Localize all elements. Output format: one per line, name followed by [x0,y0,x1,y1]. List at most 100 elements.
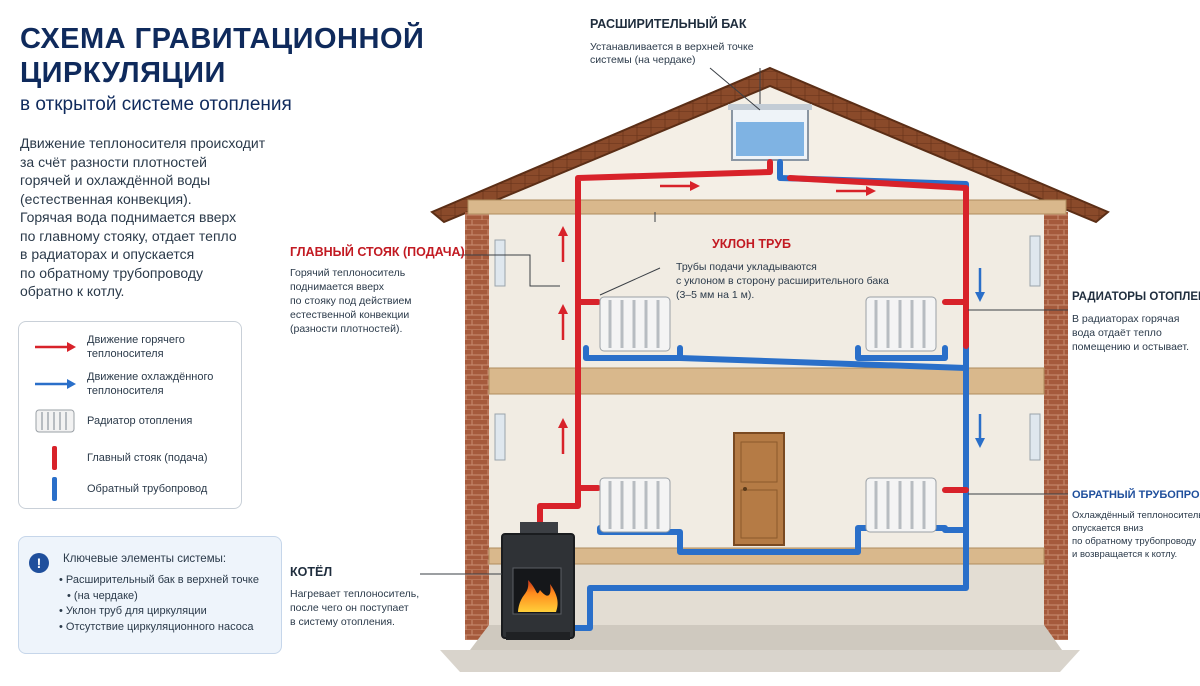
boiler [501,522,575,640]
riser-callout-text: естественной конвекции [290,309,409,321]
page-title: СХЕМА ГРАВИТАЦИОННОЙ ЦИРКУЛЯЦИИ [20,22,424,90]
roof [430,66,1110,224]
hot-flow-arrows [558,181,876,454]
legend-item-cold-flow: Движение охлаждённого теплоносителя [19,369,241,399]
slope-callout-text: (3–5 мм на 1 м). [676,289,754,301]
title-line-1: СХЕМА ГРАВИТАЦИОННОЙ [20,23,425,55]
window [1029,413,1041,461]
description-line: обратно к котлу. [20,283,125,299]
description-line: горячей и охлаждённой воды [20,172,211,188]
radiator-icon [29,406,81,436]
blue-pipe-icon [29,474,81,504]
boiler-callout-text: после чего он поступает [290,602,409,614]
return-callout-text: Охлаждённый теплоноситель [1072,510,1200,521]
red-arrow-icon [660,181,700,191]
door [733,432,785,546]
key-element-item-continued: (на чердаке) [73,589,138,602]
attic-floor-beam [467,199,1067,215]
window [494,239,506,287]
slope-callout-title: УКЛОН ТРУБ [712,237,791,251]
radiators-callout-text: помещению и остывает. [1072,341,1189,353]
legend-item-return-pipe: Обратный трубопровод [19,474,241,504]
legend-label: Движение охлаждённого теплоносителя [87,371,214,397]
tank-callout-title: РАСШИРИТЕЛЬНЫЙ БАК [590,16,747,31]
description-line: за счёт разности плотностей [20,153,207,170]
riser-callout-text: по стояку под действием [290,295,412,307]
right-brick-wall [1044,212,1068,640]
window [1029,235,1041,287]
radiator [865,477,937,533]
key-element-item: Расширительный бак в верхней точке [59,573,259,589]
door-panel [740,441,778,483]
radiator [599,296,671,352]
tank-callout-text: Устанавливается в верхней точке [590,41,754,53]
return-callout-text: и возвращается к котлу. [1072,549,1177,560]
door-knob [743,487,747,491]
description-line: по обратному трубопроводу [20,264,204,281]
return-callout-text: по обратному трубопроводу [1072,536,1196,547]
left-brick-wall [465,212,489,640]
red-arrow-icon [558,418,568,454]
blue-arrow-icon [29,369,81,399]
legend: Движение горячего теплоносителя Движение… [18,321,242,509]
legend-label: Движение горячего теплоносителя [87,334,185,360]
boiler-callout-title: КОТЁЛ [290,564,332,579]
red-arrow-icon [836,186,876,196]
legend-label: Главный стояк (подача) [87,452,208,464]
ground [440,650,1080,672]
legend-label: Обратный трубопровод [87,483,208,495]
title-line-2: ЦИРКУЛЯЦИИ [20,57,226,89]
key-elements-title: Ключевые элементы системы: [63,553,227,565]
middle-floor-beam [488,367,1045,395]
return-callout-title: ОБРАТНЫЙ ТРУБОПРОВОД [1072,488,1200,501]
basement-floor [470,625,1062,650]
exclamation-icon: ! [29,553,49,573]
legend-item-hot-flow: Движение горячего теплоносителя [19,332,241,362]
blue-arrow-icon [975,414,985,448]
key-elements-box: ! Ключевые элементы системы: Расширитель… [18,536,282,654]
leader-lines [420,67,1068,575]
page-subtitle: в открытой системе отопления [20,94,292,115]
door-panel [740,489,778,539]
interior-upper [489,212,1044,372]
red-arrow-icon [29,332,81,362]
window [494,413,506,461]
tank-callout-text: системы (на чердаке) [590,54,696,66]
description-line: по главному стояку, отдает тепло [20,227,237,244]
radiators-callout-title: РАДИАТОРЫ ОТОПЛЕНИЯ [1072,291,1200,303]
riser-callout-text: (разности плотностей). [290,323,402,335]
riser-callout-text: Горячий теплоноситель [290,267,406,279]
key-element-item: Уклон труб для циркуляции [59,604,259,620]
riser-callout-text: поднимается вверх [290,281,385,293]
description: Движение теплоносителя происходит за счё… [20,134,290,301]
key-elements-list: Расширительный бак в верхней точке (на ч… [59,573,259,635]
boiler-callout-text: в систему отопления. [290,616,395,628]
riser-callout-title: ГЛАВНЫЙ СТОЯК (ПОДАЧА) [290,244,465,259]
description-line: в радиаторах и опускается [20,246,195,262]
legend-label: Радиатор отопления [87,415,193,427]
description-line: (естественная конвекция). [20,190,192,207]
description-line: Движение теплоносителя происходит [20,135,266,151]
blue-arrow-icon [975,268,985,302]
return-callout-text: опускается вниз [1072,523,1143,534]
cold-flow-arrows [975,268,985,448]
tank-lid [728,104,812,110]
lower-floor-beam [488,547,1045,565]
legend-item-main-riser: Главный стояк (подача) [19,443,241,473]
boiler-callout-text: Нагревает теплоноситель, [290,588,419,600]
fire-icon [518,580,558,612]
red-arrow-icon [558,304,568,340]
tank-water [736,122,804,156]
radiator [599,477,671,533]
slope-callout-text: Трубы подачи укладываются [676,261,817,273]
slope-callout-text: с уклоном в сторону расширительного бака [676,275,889,287]
radiators-callout-text: В радиаторах горячая [1072,313,1179,325]
radiators-callout-text: вода отдаёт тепло [1072,327,1162,339]
red-pipe-icon [29,443,81,473]
description-line: Горячая вода поднимается вверх [20,209,237,225]
main-riser [537,159,969,528]
key-element-item: (на чердаке) [59,589,259,605]
legend-item-radiator: Радиатор отопления [19,406,241,436]
radiator [865,296,937,352]
